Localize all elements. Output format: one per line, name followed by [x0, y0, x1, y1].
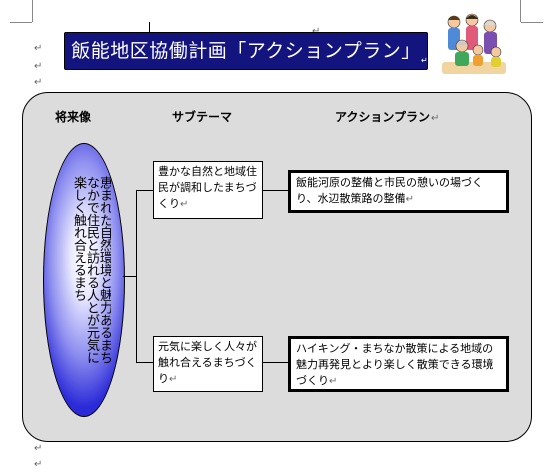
connector-line [123, 276, 137, 277]
paragraph-mark: ↵ [34, 459, 43, 470]
family-illustration [442, 13, 506, 74]
paragraph-mark: ↵ [34, 43, 43, 54]
subtheme-text-1: 豊かな自然と地域住民が調和したまちづくり [158, 165, 257, 210]
paragraph-mark: ↵ [431, 113, 440, 124]
connector-line [136, 190, 153, 191]
connector-line [136, 190, 137, 363]
action-plan-box-2: ハイキング・まちなか散策による地域の魅力再発見とより楽しく散策できる環境づくり↵ [288, 336, 509, 392]
connector-line [262, 190, 288, 191]
vision-ellipse [43, 143, 125, 417]
paragraph-mark: ↵ [34, 61, 43, 72]
document-title: 飯能地区協働計画「アクションプラン」 [64, 32, 428, 70]
crop-mark-top-right-h [521, 22, 543, 23]
header-action-plan-label: アクションプラン [335, 110, 431, 124]
paragraph-mark: ↵ [34, 77, 43, 88]
header-subtheme: サブテーマ [172, 110, 233, 124]
paragraph-mark: ↵ [169, 374, 178, 385]
text-cursor [149, 22, 150, 36]
header-vision: 将来像 [55, 110, 92, 124]
connector-line [262, 362, 288, 363]
crop-mark-top-right-v [520, 0, 521, 22]
paragraph-mark: ↵ [421, 56, 428, 65]
action-plan-box-1: 飯能河原の整備と市民の憩いの場づくり、水辺散策路の整備↵ [288, 170, 509, 213]
crop-mark-top-left-v [32, 0, 33, 22]
vision-text: 恵まれた自然環境と魅力あるまちなかで住民と訪れる人とが元気に楽しく触れ合えるまち [71, 176, 111, 364]
action-plan-text-2: ハイキング・まちなか散策による地域の魅力再発見とより楽しく散策できる環境づくり [296, 342, 494, 387]
paragraph-mark: ↵ [405, 194, 414, 205]
subtheme-text-2: 元気に楽しく人々が触れ合えるまちづくり [158, 340, 257, 385]
header-action-plan: アクションプラン↵ [335, 108, 439, 125]
paragraph-mark: ↵ [34, 443, 43, 454]
subtheme-box-1: 豊かな自然と地域住民が調和したまちづくり↵ [153, 161, 263, 219]
action-plan-text-1: 飯能河原の整備と市民の憩いの場づくり、水辺散策路の整備 [296, 176, 483, 205]
subtheme-box-2: 元気に楽しく人々が触れ合えるまちづくり↵ [153, 336, 263, 392]
crop-mark-top-left-h [10, 22, 32, 23]
connector-line [136, 362, 153, 363]
paragraph-mark: ↵ [312, 27, 320, 37]
paragraph-mark: ↵ [180, 199, 189, 210]
paragraph-mark: ↵ [329, 376, 338, 387]
